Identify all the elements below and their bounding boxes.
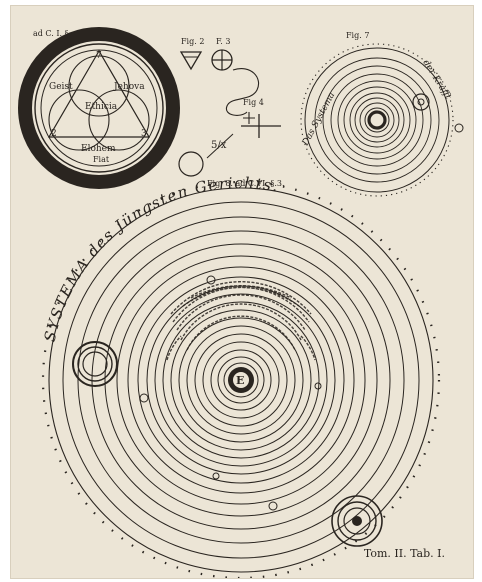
fig8-small-body-4	[213, 473, 219, 479]
fig1-top-number: 7	[96, 51, 102, 61]
fig8-inscription-fan	[167, 282, 315, 360]
fig8-center-letter: E	[236, 374, 244, 387]
engraving-svg: ad C. I. §. 7 2 3 Geist Jehova Ethicia E…	[11, 6, 473, 578]
fig4-label: Fig 4	[243, 98, 264, 107]
fig8-small-body-5	[315, 383, 321, 389]
fig1-label-fiat: Fiat	[93, 155, 110, 164]
fig1-right-number: 3	[141, 129, 147, 139]
fig1-label-elohem: Elohem	[81, 144, 116, 154]
fig1-circle-right	[89, 90, 149, 150]
fig7-concentric-system: Fig. 7 Das Systema der Krafft	[300, 31, 463, 196]
fig2-label: Fig. 2	[181, 37, 204, 46]
fig2-triangle	[181, 52, 201, 69]
fig1-label-ethicia: Ethicia	[85, 102, 118, 112]
fig8-small-body-3	[269, 502, 277, 510]
fig1-circle-left	[49, 90, 109, 150]
fig1-left-number: 2	[51, 129, 57, 139]
fig7-planet-small	[455, 124, 463, 132]
fig8-small-body-1	[207, 276, 215, 284]
fig1-label-jehova: Jehova	[113, 82, 145, 92]
fig-serpent-line	[226, 69, 258, 116]
fig6-small-circle	[179, 152, 203, 176]
fig8-main-system: Fig. 8. ad C.VI. §.3.	[41, 174, 439, 578]
fig7-label: Fig. 7	[346, 31, 369, 40]
engraving-plate: ad C. I. §. 7 2 3 Geist Jehova Ethicia E…	[10, 5, 474, 579]
plate-caption: Tom. II. Tab. I.	[364, 547, 445, 560]
fig1-label-geist: Geist	[49, 82, 73, 92]
fig8-small-body-2	[140, 394, 148, 402]
small-figures: Fig. 2 F. 3 Fig 4 5/x	[179, 37, 281, 176]
fig3-label: F. 3	[216, 37, 230, 46]
fig1-trinity-diagram: ad C. I. §. 7 2 3 Geist Jehova Ethicia E…	[25, 29, 173, 182]
fig1-ref: ad C. I. §.	[33, 29, 71, 38]
fig8-planet-bottom-right	[332, 496, 382, 546]
